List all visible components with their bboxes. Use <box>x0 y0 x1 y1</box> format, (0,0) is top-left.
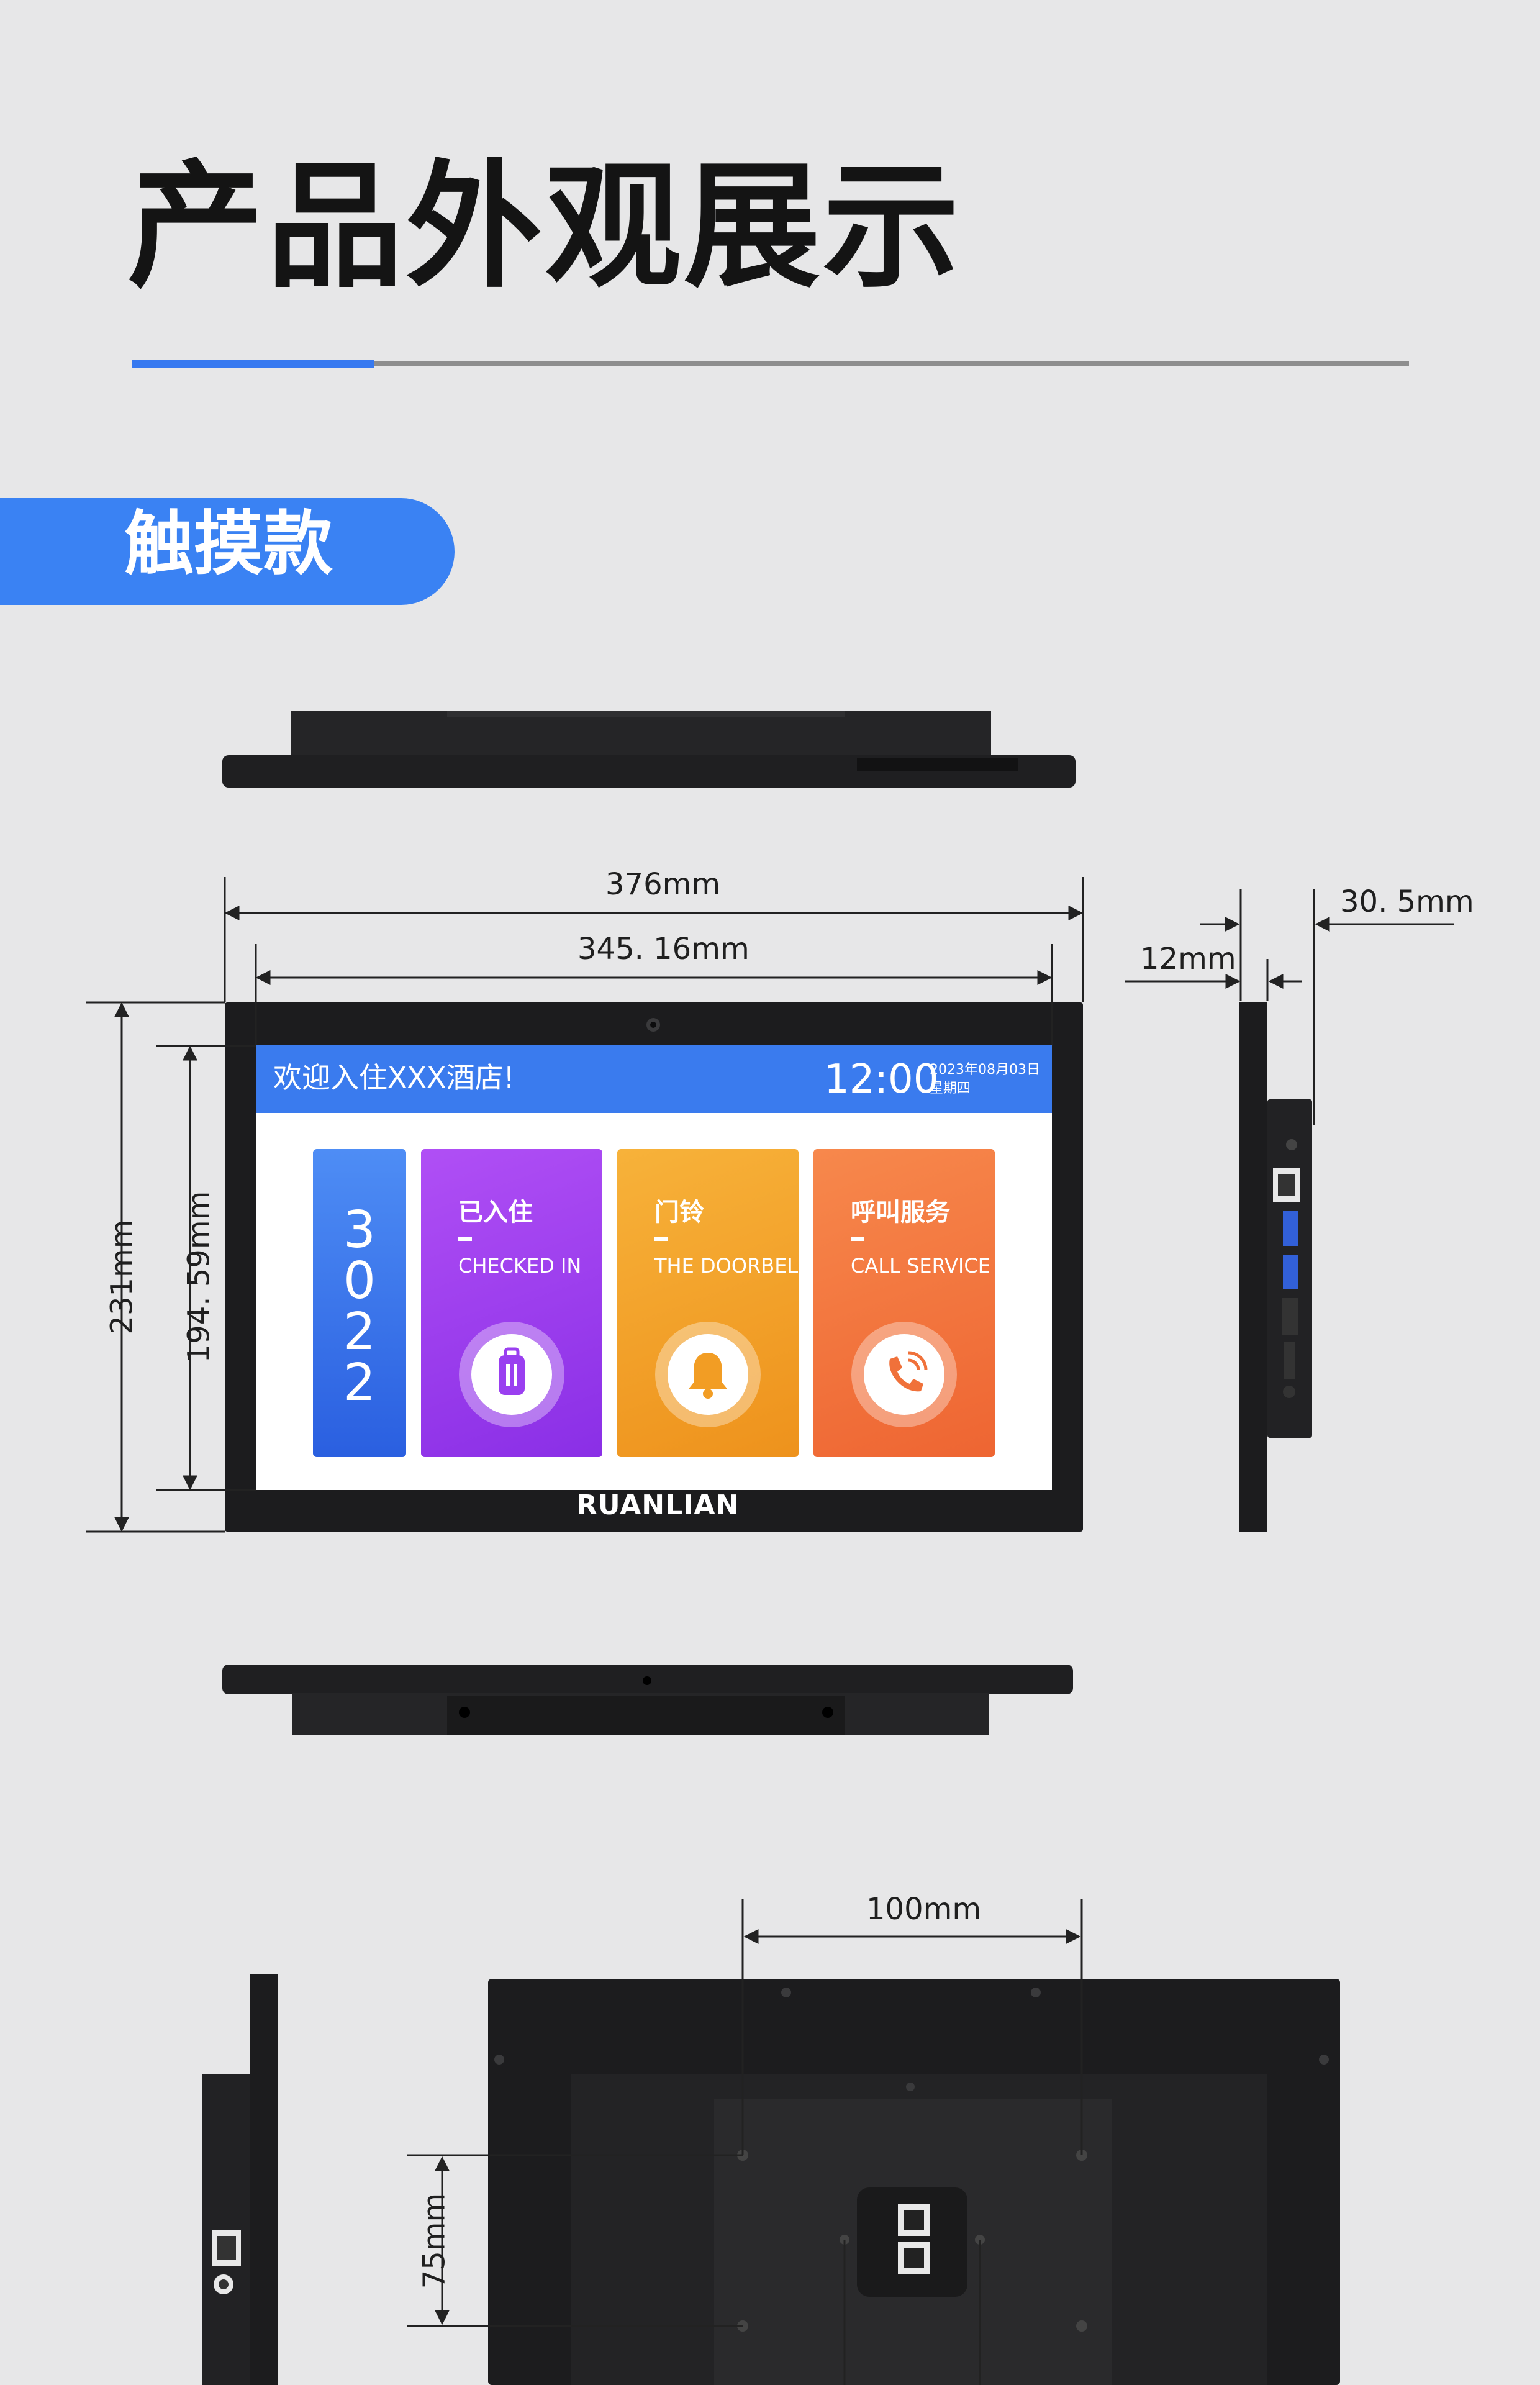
dim-panel-depth: 12mm <box>1140 942 1236 976</box>
dim-outer-height: 231mm <box>104 1219 140 1335</box>
checked-in-card[interactable]: 已入住 CHECKED IN <box>421 1149 602 1457</box>
card-title: 门铃 <box>654 1198 704 1227</box>
card-title: 呼叫服务 <box>851 1198 950 1227</box>
dim-screen-width: 345. 16mm <box>578 932 750 966</box>
dim-total-depth: 30. 5mm <box>1340 884 1474 919</box>
back-dimension-lines <box>407 1899 1083 2385</box>
phone-call-icon <box>864 1334 944 1415</box>
title-divider-accent <box>132 360 374 368</box>
room-digit: 2 <box>343 1353 376 1412</box>
section-label: 触摸款 <box>124 504 333 584</box>
weekday: 星期四 <box>930 1081 971 1096</box>
usb-port-icon <box>1283 1211 1298 1246</box>
card-subtitle: THE DOORBELL <box>654 1254 799 1278</box>
date: 2023年08月03日 <box>930 1062 1040 1078</box>
side-dimension-lines <box>1125 889 1454 1125</box>
dim-screen-height: 194. 59mm <box>181 1191 217 1363</box>
welcome-text: 欢迎入住XXX酒店! <box>273 1061 515 1094</box>
luggage-icon <box>471 1334 552 1415</box>
bell-icon <box>668 1334 748 1415</box>
dim-vesa-vertical: 75mm <box>417 2192 452 2289</box>
brand-logo: RUANLIAN <box>576 1489 740 1521</box>
side-view <box>1239 1002 1312 1532</box>
bottom-view <box>222 1665 1073 1735</box>
doorbell-card[interactable]: 门铃 THE DOORBELL <box>617 1149 799 1457</box>
clock: 12:00 <box>824 1056 939 1102</box>
top-view <box>222 711 1076 788</box>
back-view <box>488 1979 1340 2385</box>
room-number: 3 0 2 2 <box>313 1205 406 1409</box>
section-badge <box>0 498 455 605</box>
page-title: 产品外观展示 <box>127 147 962 306</box>
card-title: 已入住 <box>458 1198 533 1227</box>
room-number-card[interactable]: 3 0 2 2 <box>313 1149 406 1457</box>
dimension-lines <box>86 877 1084 1533</box>
usb-port-icon <box>1283 1255 1298 1289</box>
side-view-bottom <box>202 1974 278 2385</box>
card-subtitle: CHECKED IN <box>458 1254 582 1278</box>
device-screen: 欢迎入住XXX酒店! 12:00 2023年08月03日 星期四 3 0 2 2… <box>256 1045 1052 1490</box>
screen-header <box>256 1045 1052 1113</box>
card-subtitle: CALL SERVICE <box>851 1254 990 1278</box>
room-digit: 0 <box>343 1252 376 1311</box>
dim-vesa-horizontal: 100mm <box>866 1892 982 1927</box>
call-service-card[interactable]: 呼叫服务 CALL SERVICE <box>813 1149 995 1457</box>
dim-outer-width: 376mm <box>605 867 721 902</box>
room-digit: 3 <box>343 1201 376 1260</box>
title-divider <box>132 361 1409 366</box>
room-digit: 2 <box>343 1302 376 1361</box>
